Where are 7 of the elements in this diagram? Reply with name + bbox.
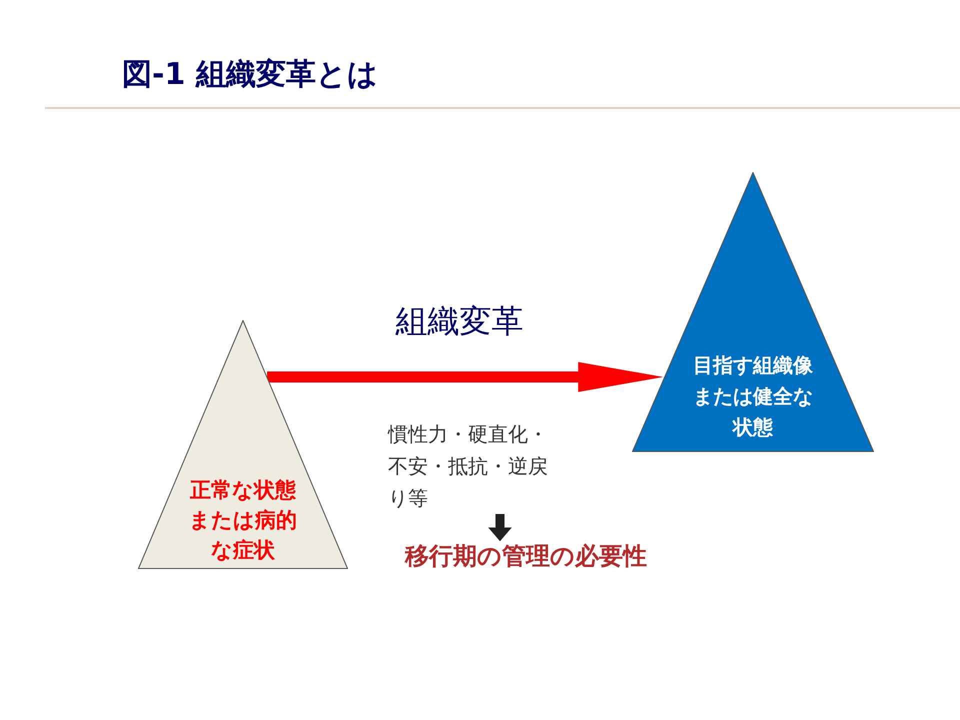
title: 図-1 組織変革とは [122, 56, 378, 94]
triangle-label: 正常な状態または病的な症状 [188, 477, 298, 564]
triangle-label: 目指す組織像または健全な状態 [692, 352, 814, 441]
note-text: 慣性力・硬直化・不安・抵抗・逆戻り等 [388, 421, 549, 512]
result-text: 移行期の管理の必要性 [404, 541, 648, 572]
arrow [267, 362, 664, 392]
arrow [488, 514, 512, 542]
